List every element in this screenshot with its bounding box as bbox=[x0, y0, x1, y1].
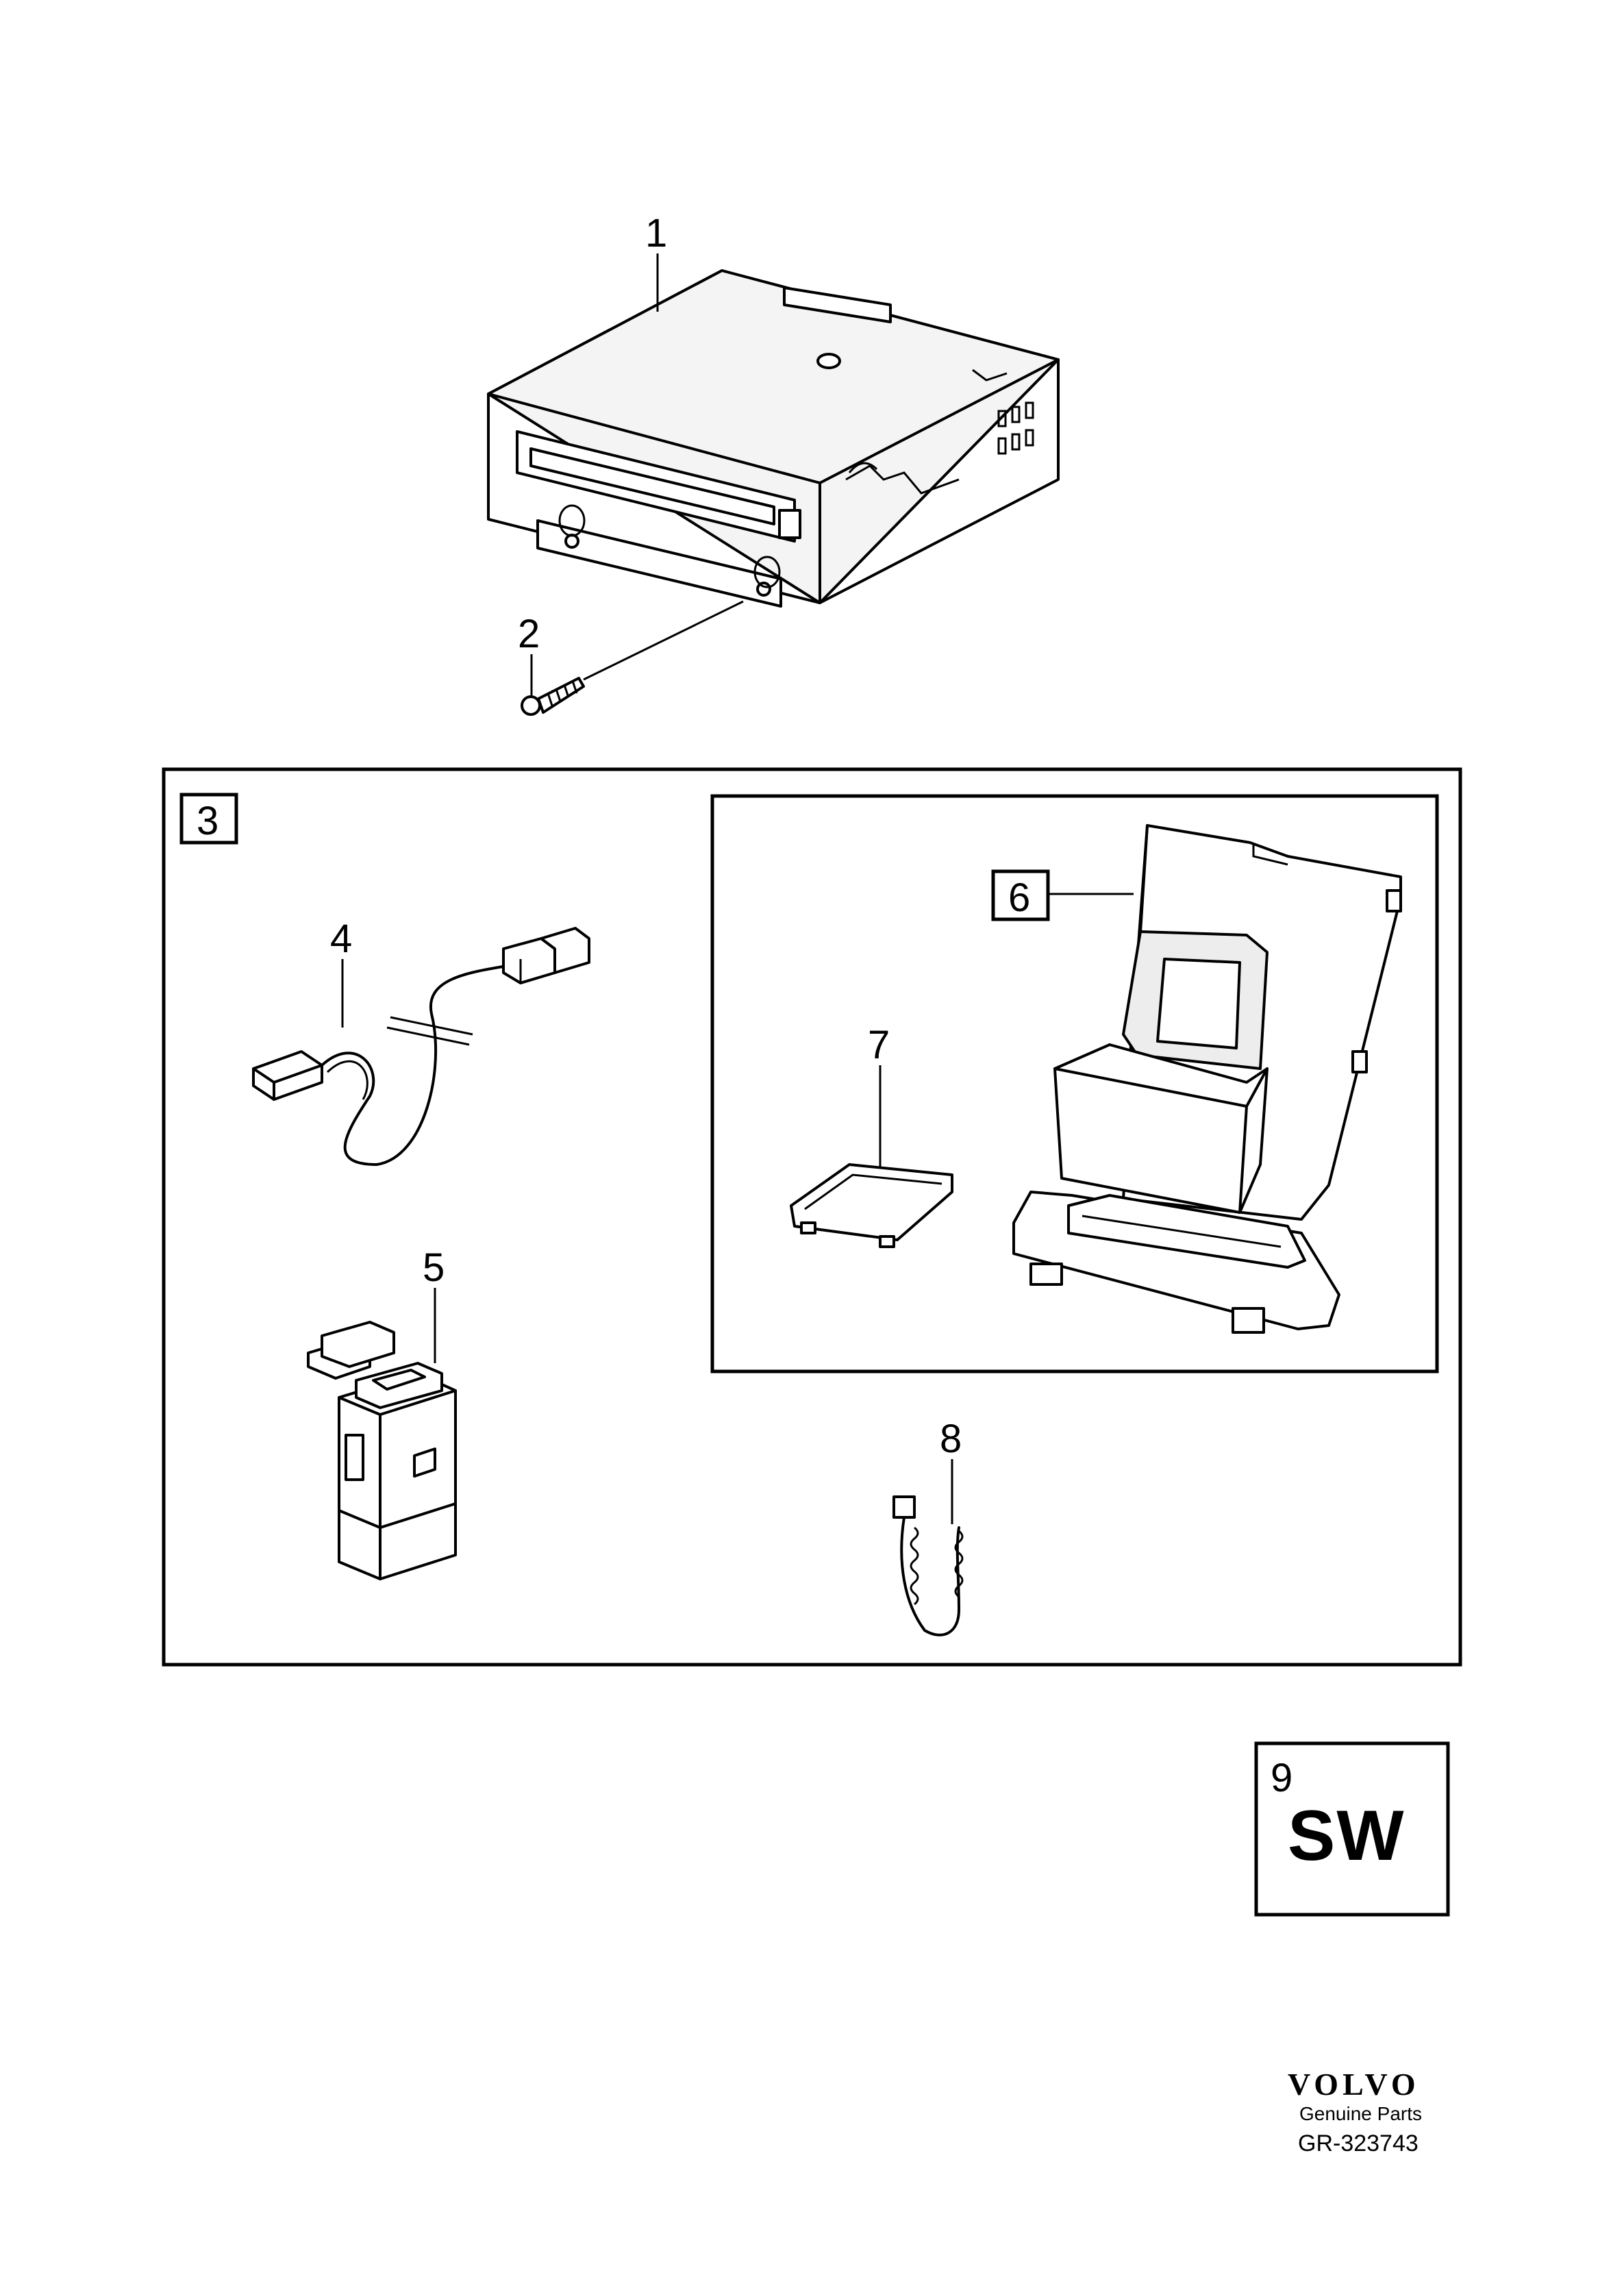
part-4-cable bbox=[252, 927, 590, 1166]
genuine-parts-label: Genuine Parts bbox=[1299, 2103, 1422, 2124]
kit-3-frame bbox=[162, 767, 1462, 1667]
callout-3-box bbox=[179, 793, 238, 845]
callout-3: 3 bbox=[197, 799, 218, 843]
callout-9: 9 bbox=[1271, 1756, 1292, 1800]
callout-6-box bbox=[991, 869, 1050, 921]
diagram-reference: GR-323743 bbox=[1298, 2130, 1419, 2156]
callout-7: 7 bbox=[868, 1023, 890, 1067]
part-1-vents bbox=[997, 401, 1034, 455]
symbol-9-box bbox=[1254, 1741, 1450, 1917]
callout-6: 6 bbox=[1008, 875, 1030, 920]
volvo-logo: VOLVO bbox=[1288, 2067, 1420, 2102]
callout-4: 4 bbox=[330, 917, 352, 961]
sub-frame-6 bbox=[710, 794, 1439, 1373]
callout-2: 2 bbox=[518, 612, 540, 656]
callout-8: 8 bbox=[940, 1417, 962, 1461]
callout-1: 1 bbox=[645, 211, 667, 256]
part-1-media-unit bbox=[487, 269, 1060, 608]
sw-symbol: SW bbox=[1288, 1796, 1406, 1876]
part-2-screw bbox=[521, 677, 585, 716]
part-7-cover bbox=[790, 1163, 953, 1248]
leader-2-axis bbox=[583, 600, 744, 681]
part-5-module bbox=[307, 1321, 457, 1580]
part-8-coiled-cable bbox=[892, 1495, 964, 1637]
part-6-holder bbox=[1012, 824, 1402, 1334]
callout-5: 5 bbox=[423, 1245, 445, 1290]
